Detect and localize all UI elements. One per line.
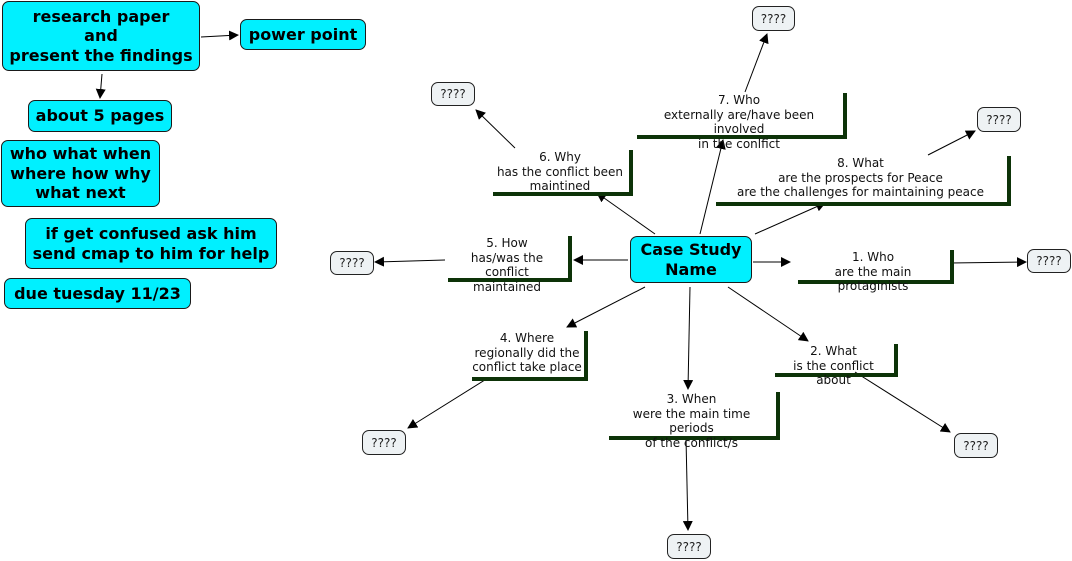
arrow [596,192,656,235]
node-power-point[interactable]: power point [240,19,366,50]
node-research-paper[interactable]: research paper and present the findings [2,1,200,71]
label-who[interactable]: 1. Who are the main protaginists [798,250,954,293]
arrow [95,73,106,99]
node-if-confused[interactable]: if get confused ask him send cmap to him… [25,218,277,269]
arrow [566,286,646,328]
arrow [699,139,726,235]
arrow [682,437,693,531]
arrow [949,257,1027,268]
label-why[interactable]: 6. Why has the conflict been maintined [493,150,633,196]
placeholder-node[interactable]: ???? [752,6,795,31]
node-who-what-when[interactable]: who what when where how why what next [1,140,160,207]
arrow [754,202,826,235]
placeholder-node[interactable]: ???? [362,430,406,455]
arrow [475,109,516,149]
arrow [407,377,489,429]
arrow [683,286,694,390]
placeholder-node[interactable]: ???? [954,433,998,458]
placeholder-node[interactable]: ???? [667,534,711,559]
node-about-5-pages[interactable]: about 5 pages [28,100,172,132]
label-who-external[interactable]: 7. Who externally are/have been involved… [637,93,847,151]
arrow [200,30,239,41]
arrow [744,33,769,93]
node-due-date[interactable]: due tuesday 11/23 [4,278,191,309]
label-where[interactable]: 4. Where regionally did the conflict tak… [472,331,588,381]
placeholder-node[interactable]: ???? [977,107,1021,132]
arrow [854,371,951,433]
arrow [927,130,976,156]
node-case-study-name[interactable]: Case Study Name [630,236,752,283]
label-what-peace[interactable]: 8. What are the prospects for Peace are … [716,156,1011,206]
arrow [374,256,446,267]
label-how[interactable]: 5. How has/was the conflict maintained [448,236,572,294]
label-when[interactable]: 3. When were the main time periods of th… [609,392,780,450]
placeholder-node[interactable]: ???? [330,251,374,275]
placeholder-node[interactable]: ???? [431,82,475,106]
placeholder-node[interactable]: ???? [1027,249,1071,273]
arrow [727,286,809,342]
label-what[interactable]: 2. What is the conflict about [775,344,898,387]
